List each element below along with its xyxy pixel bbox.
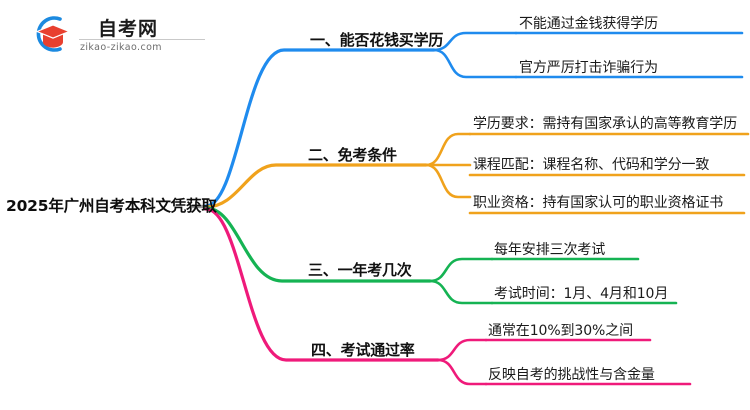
- leaf-node-4-1[interactable]: 通常在10%到30%之间: [488, 323, 634, 339]
- branch-2-leaf-1-connector: [424, 132, 472, 167]
- branch-node-1[interactable]: 一、能否花钱买学历: [310, 31, 444, 49]
- logo-divider: [79, 39, 205, 40]
- branch-4-spine: [204, 207, 440, 362]
- leaf-node-2-1[interactable]: 学历要求：需持有国家承认的高等教育学历: [473, 116, 738, 132]
- branch-2-spine: [204, 163, 428, 209]
- branch-1-leaf-2-connector: [432, 48, 518, 79]
- branch-2-leaf-3-connector: [424, 163, 472, 199]
- leaf-node-4-2[interactable]: 反映自考的挑战性与含金量: [488, 367, 655, 383]
- leaf-node-1-1[interactable]: 不能通过金钱获得学历: [519, 16, 658, 32]
- graduation-cap-icon: [30, 13, 74, 55]
- root-node-label[interactable]: 2025年广州自考本科文凭获取: [6, 197, 217, 215]
- leaf-node-1-2[interactable]: 官方严厉打击诈骗行为: [519, 60, 658, 76]
- branch-3-leaf-2-connector: [428, 279, 494, 305]
- branch-node-3[interactable]: 三、一年考几次: [308, 261, 412, 279]
- branch-4-leaf-1-connector: [436, 338, 488, 362]
- branch-1-spine: [204, 48, 436, 208]
- leaf-node-2-3[interactable]: 职业资格：持有国家认可的职业资格证书: [473, 195, 724, 211]
- site-logo: 自考网 zikao-zikao.com: [30, 11, 210, 57]
- logo-wordmark: 自考网 zikao-zikao.com: [79, 14, 207, 54]
- branch-node-4[interactable]: 四、考试通过率: [311, 341, 415, 359]
- leaf-node-2-2[interactable]: 课程匹配：课程名称、代码和学分一致: [473, 157, 710, 173]
- logo-name-cn: 自考网: [98, 18, 159, 40]
- branch-node-2[interactable]: 二、免考条件: [308, 146, 397, 164]
- leaf-node-3-2[interactable]: 考试时间：1月、4月和10月: [494, 286, 669, 302]
- branch-3-leaf-1-connector: [428, 257, 494, 283]
- branch-1-leaf-1-connector: [432, 31, 518, 52]
- leaf-node-3-1[interactable]: 每年安排三次考试: [494, 242, 606, 258]
- logo-url: zikao-zikao.com: [80, 42, 162, 53]
- branch-4-leaf-2-connector: [436, 358, 488, 386]
